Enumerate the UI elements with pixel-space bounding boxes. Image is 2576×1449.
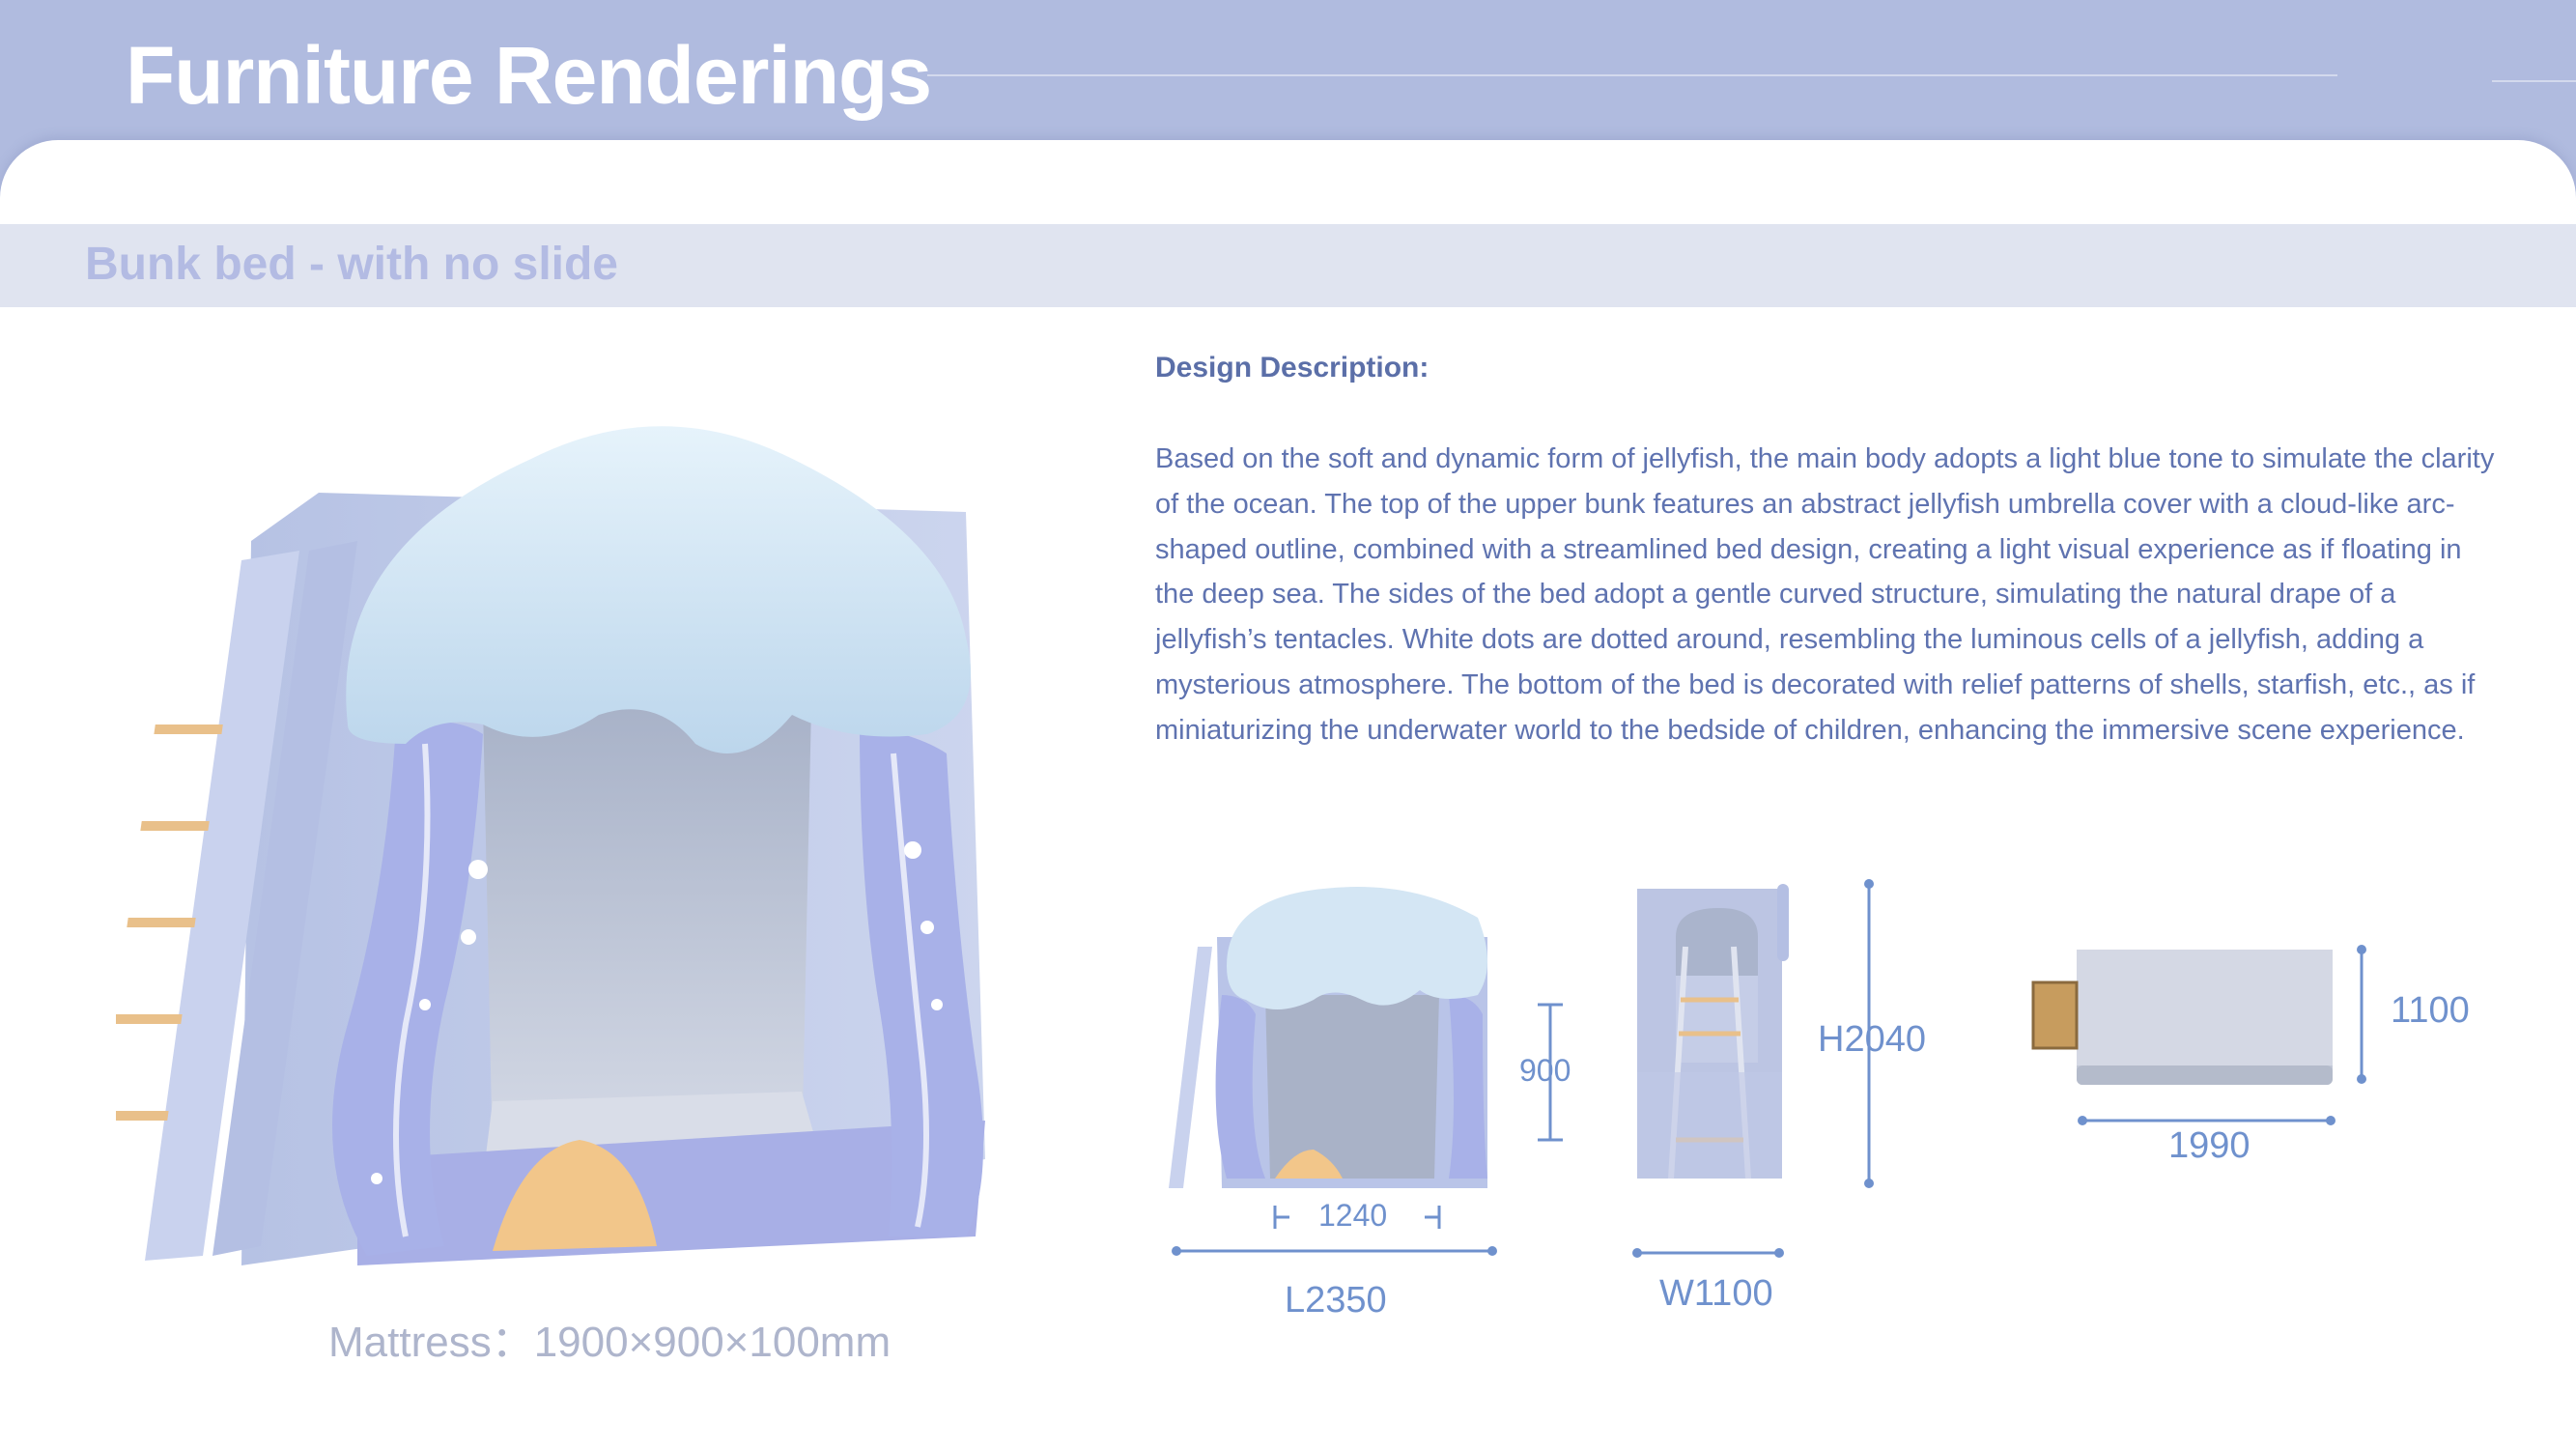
top-depth-label: 1100 bbox=[2391, 990, 2470, 1031]
description-body: Based on the soft and dynamic form of je… bbox=[1155, 443, 2495, 746]
front-height-label: 900 bbox=[1519, 1053, 1571, 1088]
subtitle-band bbox=[0, 224, 2576, 307]
side-height-label: H2040 bbox=[1818, 1019, 1926, 1060]
top-view bbox=[2031, 950, 2333, 1085]
top-width-label: 1990 bbox=[2168, 1125, 2250, 1166]
side-width-label: W1100 bbox=[1659, 1273, 1773, 1314]
header-decor-line bbox=[927, 74, 2337, 76]
description-heading: Design Description: bbox=[1155, 352, 1430, 384]
opening-width-label: 1240 bbox=[1318, 1198, 1388, 1233]
header-decor-line-short bbox=[2492, 80, 2576, 82]
side-width-dimension-line bbox=[1632, 1248, 1784, 1258]
top-depth-dimension-line bbox=[2357, 945, 2366, 1084]
front-view bbox=[1169, 887, 1487, 1188]
mattress-size-label: Mattress：1900×900×100mm bbox=[328, 1319, 892, 1366]
length-label: L2350 bbox=[1285, 1280, 1387, 1321]
height-dimension-line-front bbox=[1538, 1003, 1563, 1142]
side-view bbox=[1637, 884, 1789, 1179]
top-width-dimension-line bbox=[2078, 1116, 2335, 1125]
side-height-dimension-line bbox=[1864, 879, 1874, 1188]
section-subtitle: Bunk bed - with no slide bbox=[85, 239, 618, 290]
length-dimension-line bbox=[1172, 1246, 1497, 1256]
opening-dimension-marks bbox=[1273, 1206, 1441, 1229]
bunk-bed-rendering bbox=[116, 426, 985, 1265]
page-title: Furniture Renderings bbox=[126, 30, 932, 121]
